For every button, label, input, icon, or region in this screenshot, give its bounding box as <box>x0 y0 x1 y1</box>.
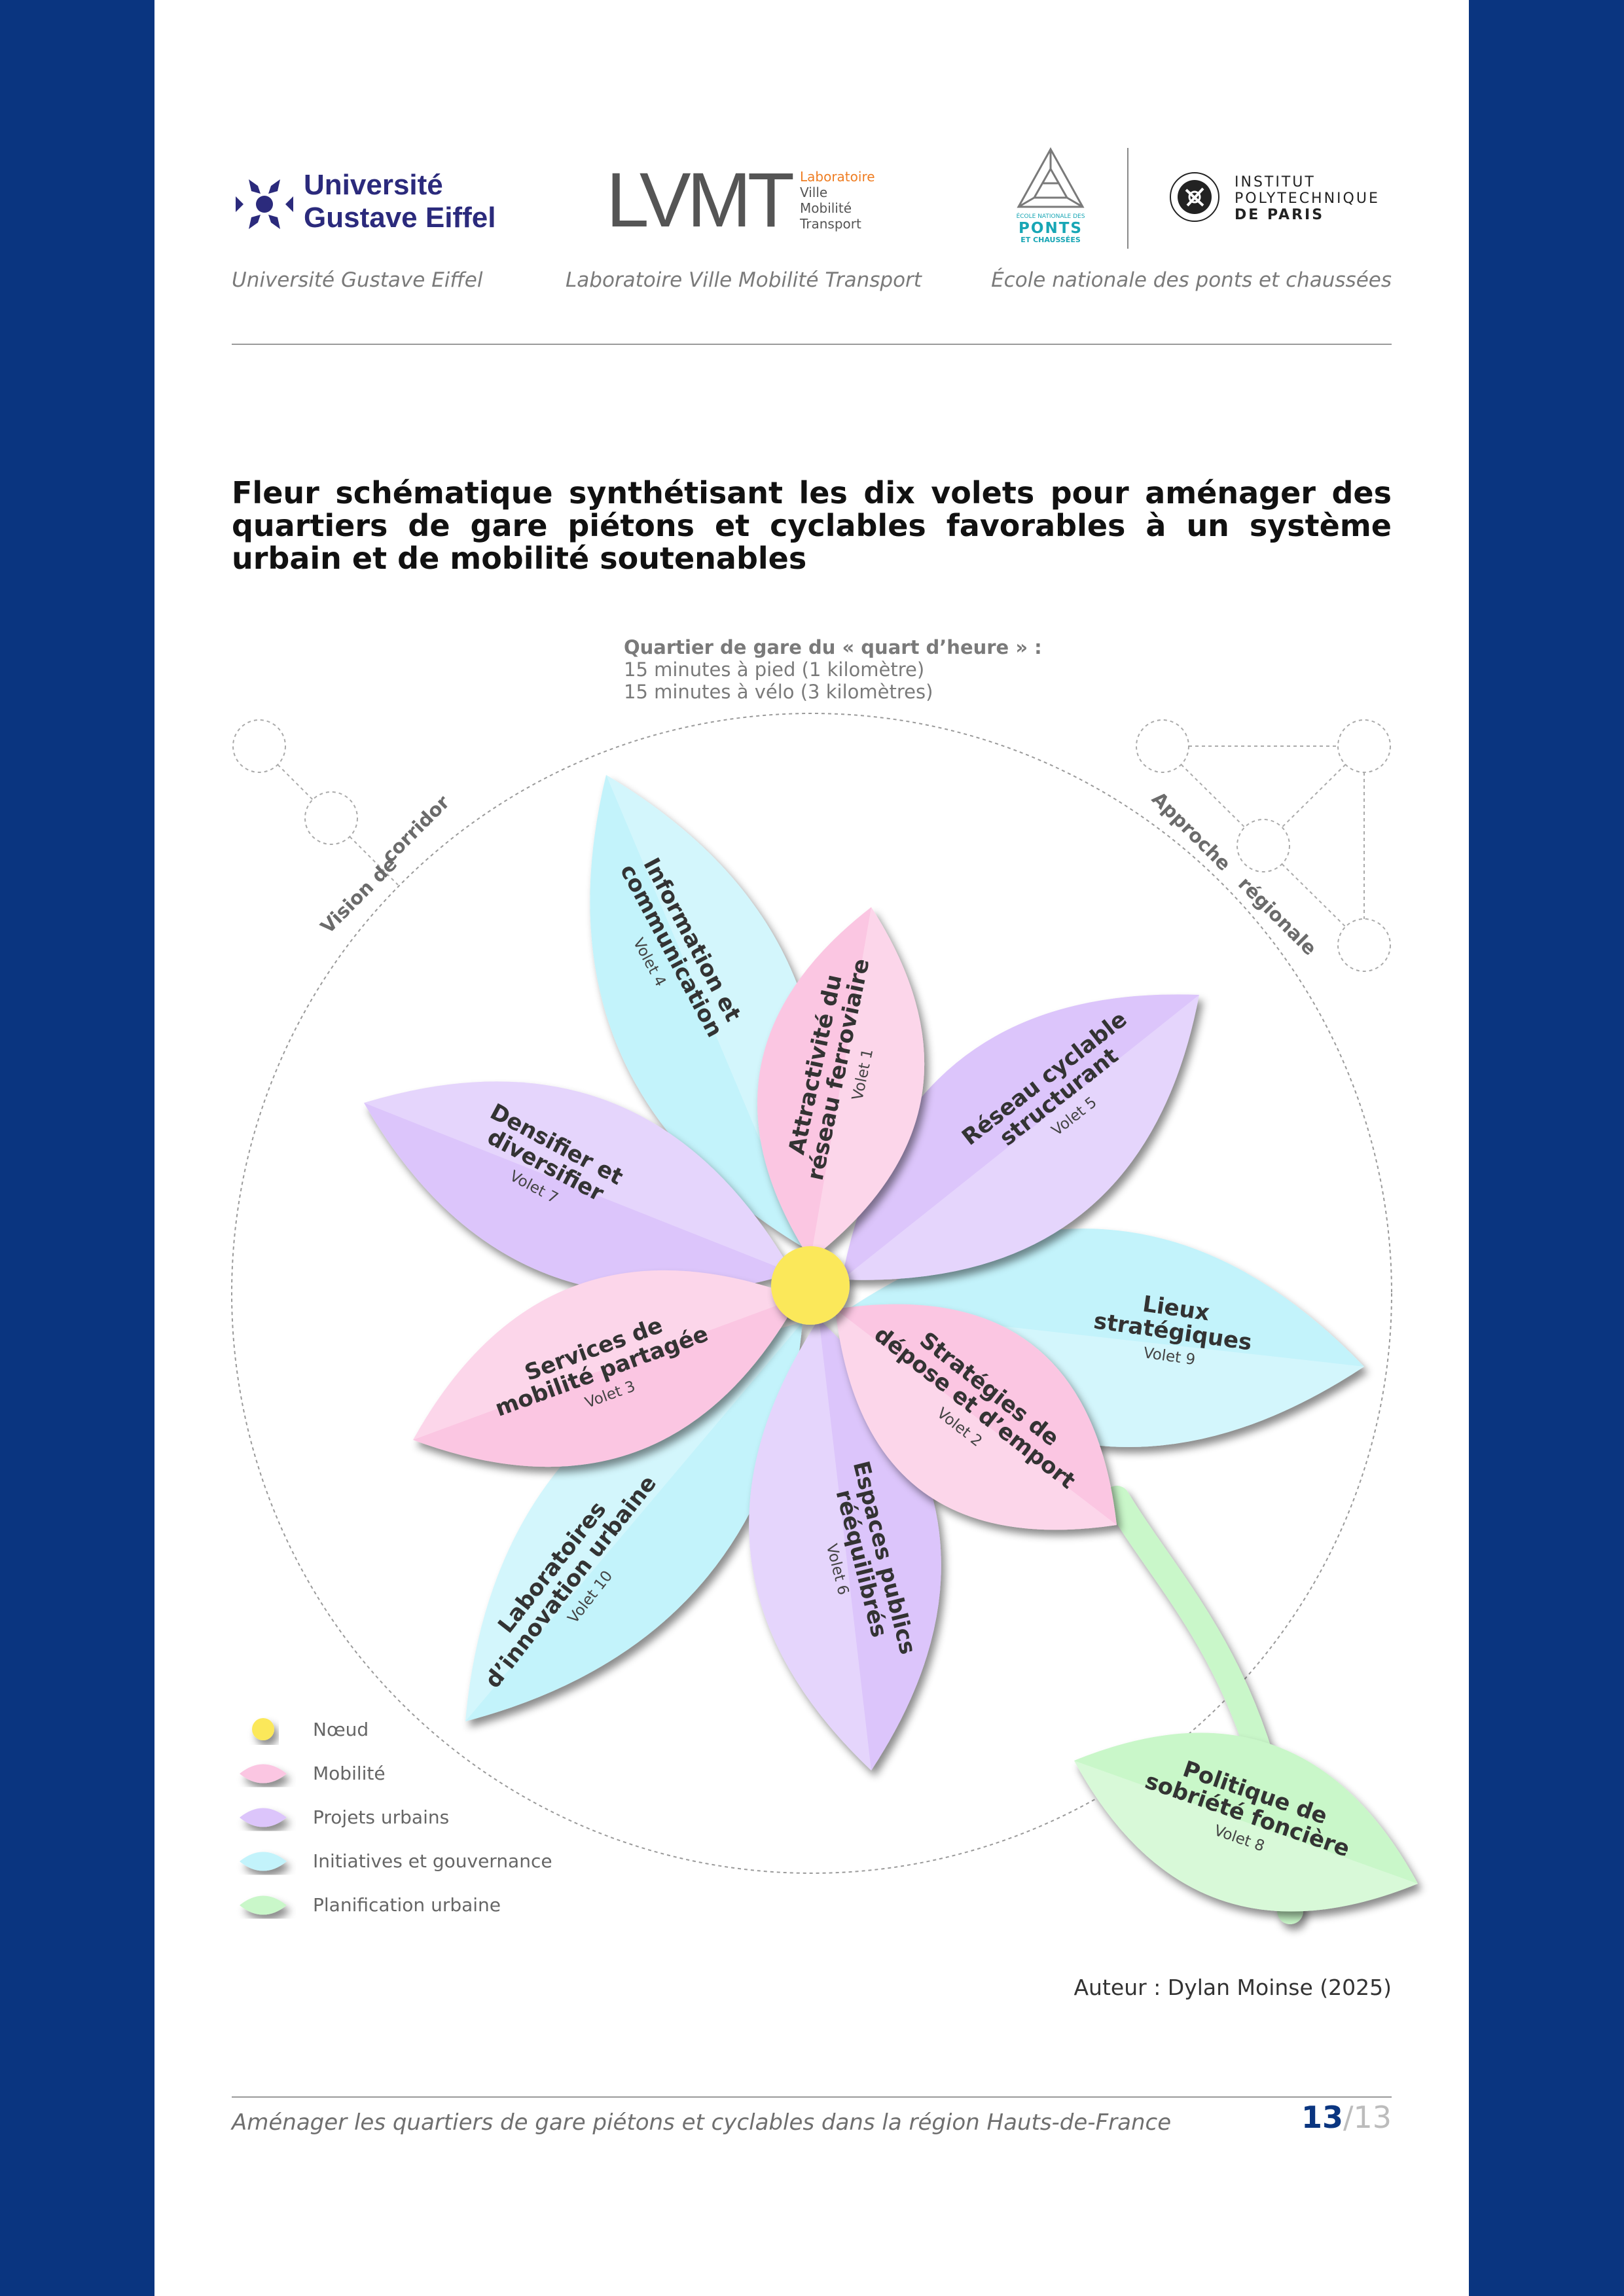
legend-swatch-initiatives <box>240 1852 287 1871</box>
corridor-label-line2: corridor <box>378 791 454 867</box>
legend-item-initiatives: Initiatives et gouvernance <box>232 1845 624 1878</box>
legend-swatch-projets-urbains <box>240 1808 287 1827</box>
footer-rule <box>232 2096 1392 2098</box>
caption-enpc: École nationale des ponts et chaussées <box>991 268 1392 292</box>
uge-logo-line2: Gustave Eiffel <box>304 202 496 234</box>
legend-item-planification: Planification urbaine <box>232 1889 624 1922</box>
logo-divider <box>1127 148 1128 249</box>
lvmt-logo-letters: LVMT <box>606 157 795 243</box>
legend-label-noeud: Nœud <box>313 1719 369 1740</box>
page-total: /13 <box>1343 2100 1392 2135</box>
corridor-label-line1: Vision de <box>316 853 401 938</box>
lvmt-logo-sub1: Laboratoire <box>800 169 875 185</box>
legend-item-projets-urbains: Projets urbains <box>232 1801 624 1834</box>
header-rule <box>232 344 1392 345</box>
ipp-logo-line3: DE PARIS <box>1235 207 1325 223</box>
enpc-logo-small: ÉCOLE NATIONALE DES <box>1016 213 1085 220</box>
regional-label-line1: Approche <box>1147 787 1235 875</box>
page: Université Gustave Eiffel LVMT Laboratoi… <box>154 0 1469 2296</box>
page-title: Fleur schématique synthétisant les dix v… <box>232 475 1392 576</box>
legend-item-mobilite: Mobilité <box>232 1757 624 1790</box>
legend-label-planification: Planification urbaine <box>313 1894 501 1916</box>
catchment-circle <box>231 713 1392 1874</box>
legend-label-mobilite: Mobilité <box>313 1763 386 1784</box>
legend-swatch-mobilite <box>240 1764 287 1784</box>
page-current: 13 <box>1301 2100 1343 2135</box>
caption-uge: Université Gustave Eiffel <box>232 268 483 292</box>
ipp-seal-icon <box>1170 172 1219 222</box>
legend-swatch-noeud <box>252 1718 274 1740</box>
caption-lvmt: Laboratoire Ville Mobilité Transport <box>566 268 922 292</box>
flower-diagram: Vision de corridor Approche régionale In… <box>231 713 1418 1924</box>
lvmt-logo-sub4: Transport <box>800 216 861 232</box>
quartier-line2: 15 minutes à vélo (3 kilomètres) <box>624 681 933 703</box>
quartier-note: Quartier de gare du « quart d’heure » : … <box>624 636 1042 703</box>
author-credit: Auteur : Dylan Moinse (2025) <box>1074 1975 1392 2000</box>
uge-logo-line1: Université <box>304 169 443 201</box>
regional-network-icon <box>1136 719 1391 972</box>
legend-item-noeud: Nœud <box>232 1713 624 1746</box>
legend-label-projets-urbains: Projets urbains <box>313 1806 450 1828</box>
legend-swatch-planification <box>240 1895 287 1915</box>
enpc-logo-ponts: PONTS <box>1019 220 1083 237</box>
uge-emblem-icon <box>236 179 293 229</box>
lvmt-logo-sub3: Mobilité <box>800 200 852 216</box>
enpc-triangle-icon <box>1017 147 1085 208</box>
quartier-line1: 15 minutes à pied (1 kilomètre) <box>624 658 925 681</box>
enpc-logo-chaussees: ET CHAUSSÉES <box>1020 236 1081 244</box>
footer-text: Aménager les quartiers de gare piétons e… <box>232 2109 1172 2136</box>
ipp-logo-line2: POLYTECHNIQUE <box>1235 190 1380 207</box>
lvmt-logo-sub2: Ville <box>800 185 828 200</box>
ipp-logo-line1: INSTITUT <box>1235 174 1316 190</box>
central-node <box>771 1246 850 1325</box>
quartier-heading: Quartier de gare du « quart d’heure » : <box>624 636 1042 658</box>
regional-label-line2: régionale <box>1234 872 1321 960</box>
legend-label-initiatives: Initiatives et gouvernance <box>313 1850 552 1872</box>
corridor-network-icon <box>232 719 399 886</box>
page-number: 13/13 <box>1301 2100 1392 2135</box>
